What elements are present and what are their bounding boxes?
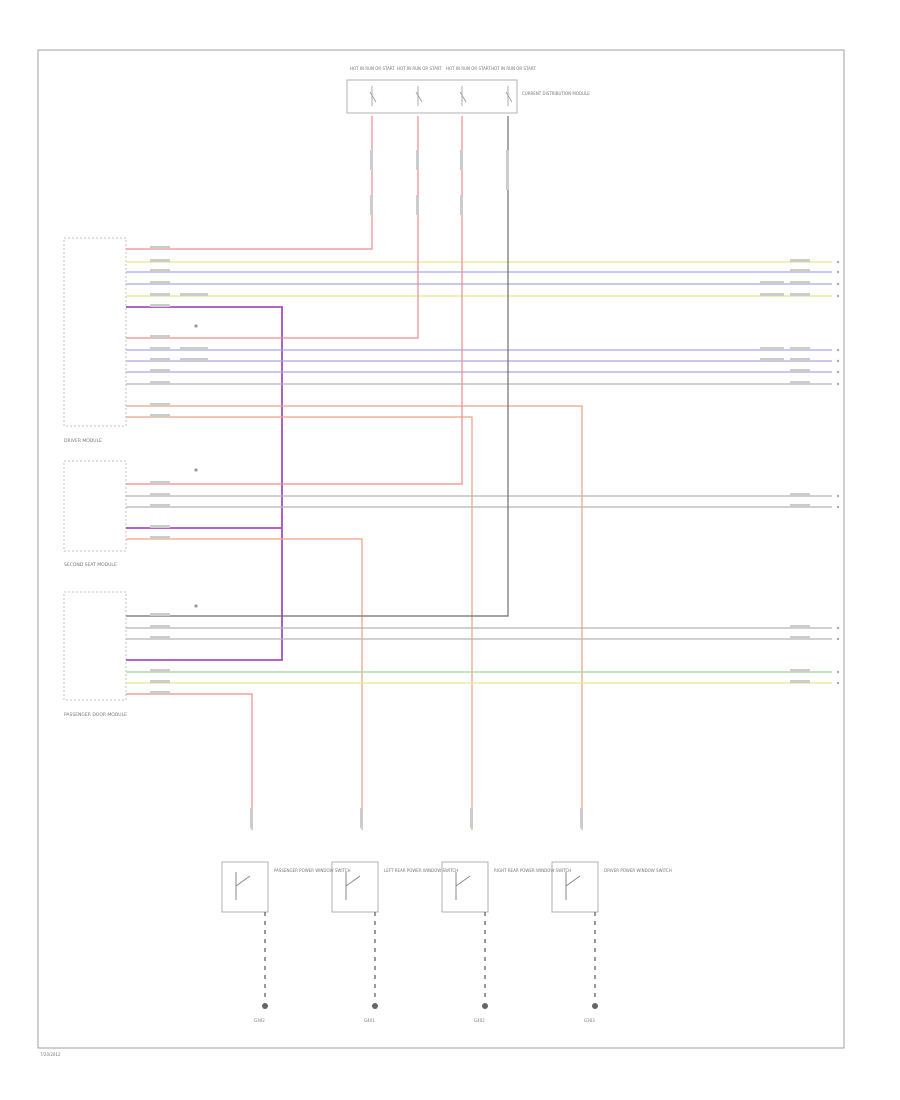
passenger-door-module-box [63, 591, 127, 701]
fuse-label-1: HOT IN RUN OR START [350, 66, 395, 71]
fuse-label-4: HOT IN RUN OR START [491, 66, 536, 71]
second-seat-module-box [63, 460, 127, 552]
ground-label-3: G402 [474, 1018, 485, 1023]
second-seat-module-label: SECOND SEAT MODULE [64, 562, 117, 568]
passenger-door-module-label: PASSENGER DOOR MODULE [64, 712, 127, 718]
switch-left-rear-label: LEFT REAR POWER WINDOW SWITCH [384, 868, 458, 873]
connector-notes [194, 324, 198, 608]
driver-module-wires [126, 116, 832, 830]
ground-label-2: G401 [364, 1018, 375, 1023]
switch-passenger: PASSENGER POWER WINDOW SWITCH [221, 861, 351, 913]
ground-label-1: G302 [254, 1018, 265, 1023]
ground-symbol-4 [592, 1003, 598, 1009]
wire-black-1 [126, 116, 509, 617]
switch-left-rear: LEFT REAR POWER WINDOW SWITCH [331, 861, 458, 913]
passenger-door-wires [126, 116, 832, 830]
switches: PASSENGER POWER WINDOW SWITCH LEFT REAR … [221, 861, 672, 913]
switch-passenger-label: PASSENGER POWER WINDOW SWITCH [274, 868, 351, 873]
driver-module-label: DRIVER MODULE [64, 438, 102, 444]
switch-right-rear: RIGHT REAR POWER WINDOW SWITCH [441, 861, 571, 913]
ground-symbol-2 [372, 1003, 378, 1009]
fuse-box-outline [346, 79, 518, 114]
footer-text: 7/20/2012 [40, 1052, 61, 1057]
wire-orange-3 [126, 538, 363, 830]
wire-orange-2 [126, 416, 473, 830]
wire-red-1 [126, 116, 373, 250]
fuse-box: HOT IN RUN OR START HOT IN RUN OR START … [346, 66, 590, 114]
fuse-label-3: HOT IN RUN OR START [446, 66, 491, 71]
second-seat-wires [126, 116, 832, 830]
switch-driver-label: DRIVER POWER WINDOW SWITCH [604, 868, 672, 873]
vertical-wire-tags [250, 150, 583, 828]
driver-module-box [63, 237, 127, 427]
wire-orange-1 [126, 405, 583, 830]
diagram-frame [37, 49, 845, 1049]
wire-red-3 [126, 116, 463, 485]
wire-red-4 [126, 693, 253, 830]
fuse-label-2: HOT IN RUN OR START [397, 66, 442, 71]
switch-driver: DRIVER POWER WINDOW SWITCH [551, 861, 672, 913]
wire-end-markers [836, 260, 840, 685]
ground-wires [264, 912, 596, 1000]
ground-label-4: G303 [584, 1018, 595, 1023]
wire-red-2 [126, 116, 419, 339]
ground-symbol-3 [482, 1003, 488, 1009]
wire-tags [150, 246, 810, 694]
switch-right-rear-label: RIGHT REAR POWER WINDOW SWITCH [494, 868, 571, 873]
ground-symbol-1 [262, 1003, 268, 1009]
grounds: G302 G401 G402 G303 [254, 1003, 598, 1023]
fuse-box-label: CURRENT DISTRIBUTION MODULE [522, 91, 590, 96]
fuse-symbols [369, 86, 513, 106]
